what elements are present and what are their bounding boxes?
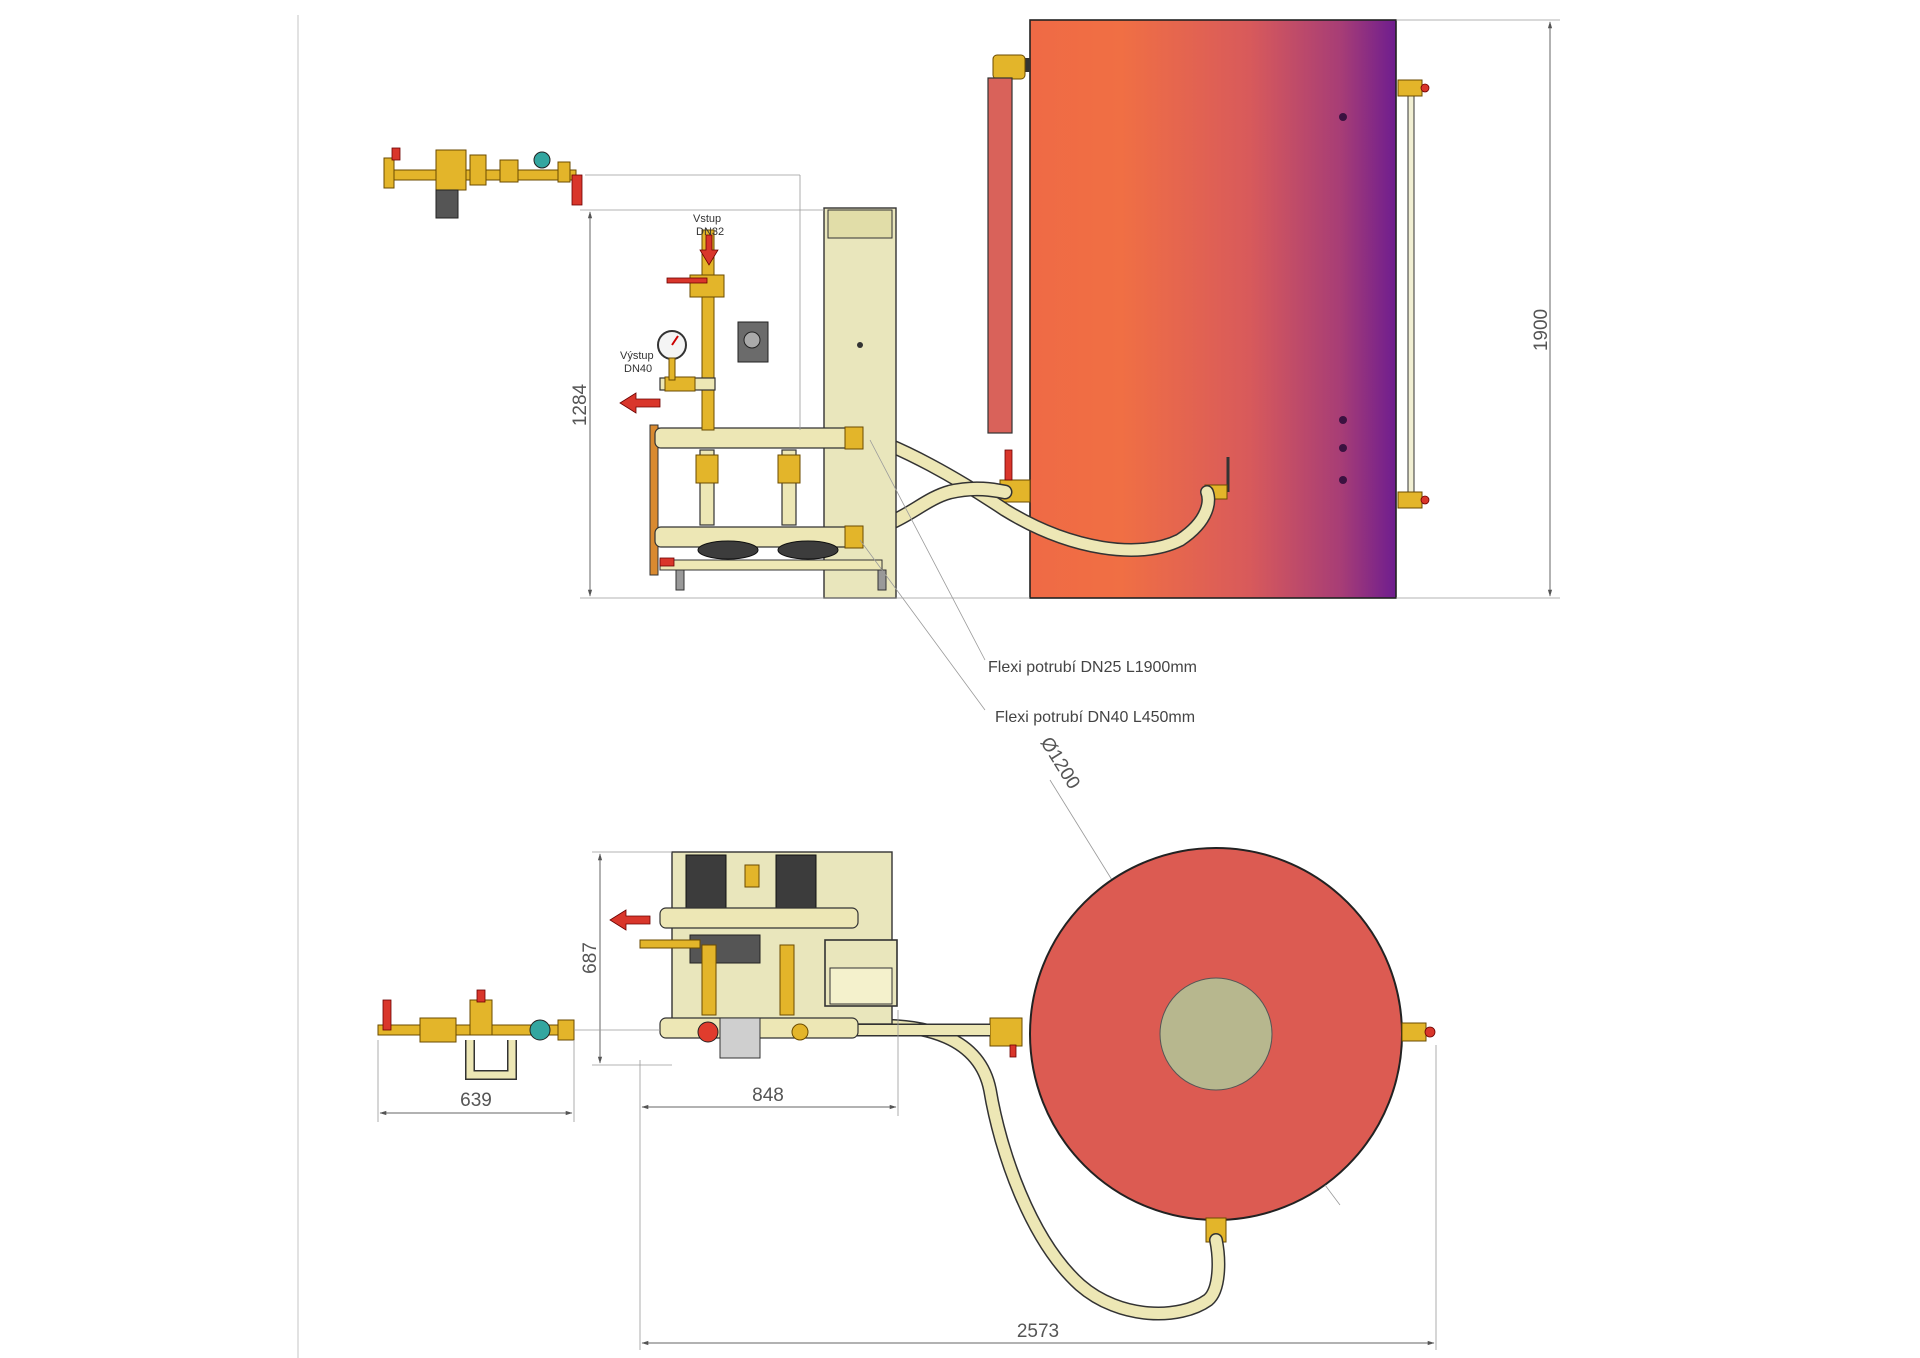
dim-unit-height-value: 1284 (570, 383, 591, 426)
tank-elevation (987, 19, 1430, 599)
outlet-arrow (619, 392, 661, 414)
pump-station-elevation (619, 207, 897, 599)
dim-valve-width-value: 639 (460, 1090, 492, 1111)
dim-tank-height: 1900 (1396, 19, 1560, 599)
tank-plan (989, 847, 1436, 1243)
annotation-flexi-dn25: Flexi potrubí DN25 L1900mm (988, 659, 1197, 676)
dim-unit-height: 1284 (570, 209, 1030, 599)
dim-total-width: 2573 (639, 1045, 1437, 1350)
dim-unit-width-value: 848 (752, 1085, 784, 1106)
dim-tank-height-value: 1900 (1531, 309, 1552, 351)
annotation-flexi-dn40: Flexi potrubí DN40 L450mm (995, 709, 1195, 726)
dim-unit-depth-value: 687 (580, 942, 601, 974)
label-vystup: Výstup (620, 350, 654, 362)
dim-unit-depth: 687 (580, 851, 672, 1066)
dim-total-width-value: 2573 (1017, 1321, 1059, 1342)
pump-station-plan (609, 851, 898, 1059)
label-vstup: Vstup (693, 213, 721, 225)
label-vstup-dn: DN32 (696, 226, 724, 238)
label-vystup-dn: DN40 (624, 363, 652, 375)
valve-group-elevation (383, 147, 583, 219)
dim-unit-width: 848 (639, 1010, 899, 1116)
valve-group-plan (377, 989, 575, 1080)
dim-valve-width: 639 (377, 1040, 575, 1122)
dim-tank-diameter-value: Ø1200 (1036, 734, 1084, 794)
